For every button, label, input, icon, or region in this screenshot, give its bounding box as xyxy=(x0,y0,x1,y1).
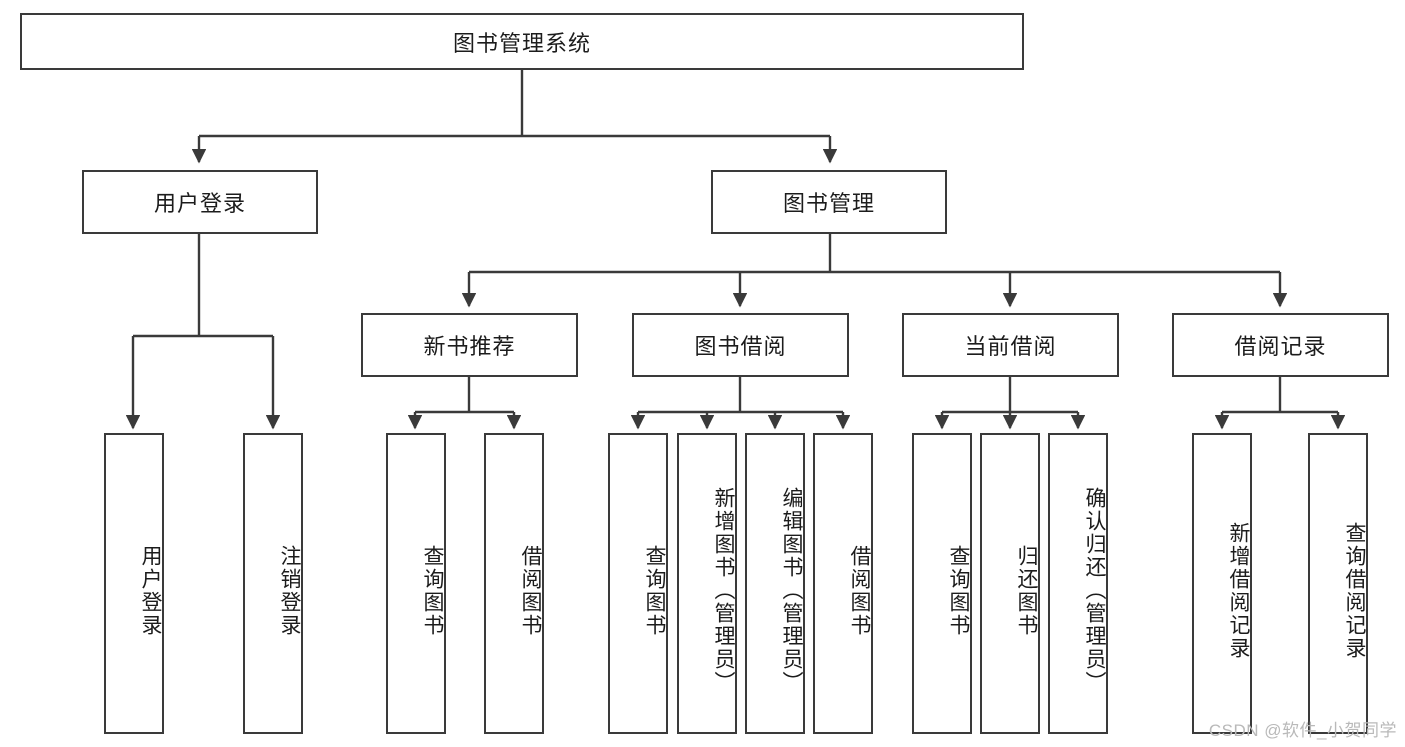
node-borrow-record-label: 借阅记录 xyxy=(1234,334,1327,359)
leaf-current-borrow-query-label: 查询图书 xyxy=(947,544,970,637)
node-new-book-recommend-label: 新书推荐 xyxy=(423,334,516,359)
node-borrow-record[interactable]: 借阅记录 xyxy=(1172,313,1389,377)
leaf-book-borrow-edit-label: 编辑图书（管理员） xyxy=(780,487,803,694)
node-user-login[interactable]: 用户登录 xyxy=(82,170,318,234)
leaf-new-book-borrow-label: 借阅图书 xyxy=(519,544,542,637)
leaf-book-borrow-query-label: 查询图书 xyxy=(643,544,666,637)
node-book-management-label: 图书管理 xyxy=(782,191,875,216)
csdn-watermark: CSDN @软件_小贺同学 xyxy=(1208,721,1397,740)
leaf-borrow-record-add-label: 新增借阅记录 xyxy=(1227,521,1250,660)
leaf-new-book-query-label: 查询图书 xyxy=(421,544,444,637)
leaf-borrow-record-query[interactable]: 查询借阅记录 xyxy=(1308,433,1368,734)
leaf-current-borrow-return[interactable]: 归还图书 xyxy=(980,433,1040,734)
node-book-management[interactable]: 图书管理 xyxy=(711,170,947,234)
leaf-current-borrow-return-label: 归还图书 xyxy=(1015,544,1038,637)
leaf-new-book-query[interactable]: 查询图书 xyxy=(386,433,446,734)
node-current-borrow-label: 当前借阅 xyxy=(964,334,1057,359)
node-book-borrow[interactable]: 图书借阅 xyxy=(632,313,849,377)
leaf-borrow-record-add[interactable]: 新增借阅记录 xyxy=(1192,433,1252,734)
node-new-book-recommend[interactable]: 新书推荐 xyxy=(361,313,578,377)
node-root-label: 图书管理系统 xyxy=(452,30,591,56)
leaf-user-login-signout-label: 注销登录 xyxy=(278,544,301,637)
leaf-book-borrow-query[interactable]: 查询图书 xyxy=(608,433,668,734)
leaf-user-login-signin[interactable]: 用户登录 xyxy=(104,433,164,734)
leaf-book-borrow-edit[interactable]: 编辑图书（管理员） xyxy=(745,433,805,734)
leaf-book-borrow-add-label: 新增图书（管理员） xyxy=(712,487,735,694)
node-root[interactable]: 图书管理系统 xyxy=(20,13,1024,70)
leaf-book-borrow-borrow[interactable]: 借阅图书 xyxy=(813,433,873,734)
leaf-new-book-borrow[interactable]: 借阅图书 xyxy=(484,433,544,734)
leaf-current-borrow-confirm[interactable]: 确认归还（管理员） xyxy=(1048,433,1108,734)
leaf-current-borrow-confirm-label: 确认归还（管理员） xyxy=(1083,487,1106,694)
node-book-borrow-label: 图书借阅 xyxy=(694,334,787,359)
leaf-book-borrow-add[interactable]: 新增图书（管理员） xyxy=(677,433,737,734)
leaf-borrow-record-query-label: 查询借阅记录 xyxy=(1343,521,1366,660)
node-user-login-label: 用户登录 xyxy=(153,191,246,216)
leaf-user-login-signin-label: 用户登录 xyxy=(139,544,162,637)
leaf-book-borrow-borrow-label: 借阅图书 xyxy=(848,544,871,637)
leaf-current-borrow-query[interactable]: 查询图书 xyxy=(912,433,972,734)
node-current-borrow[interactable]: 当前借阅 xyxy=(902,313,1119,377)
leaf-user-login-signout[interactable]: 注销登录 xyxy=(243,433,303,734)
